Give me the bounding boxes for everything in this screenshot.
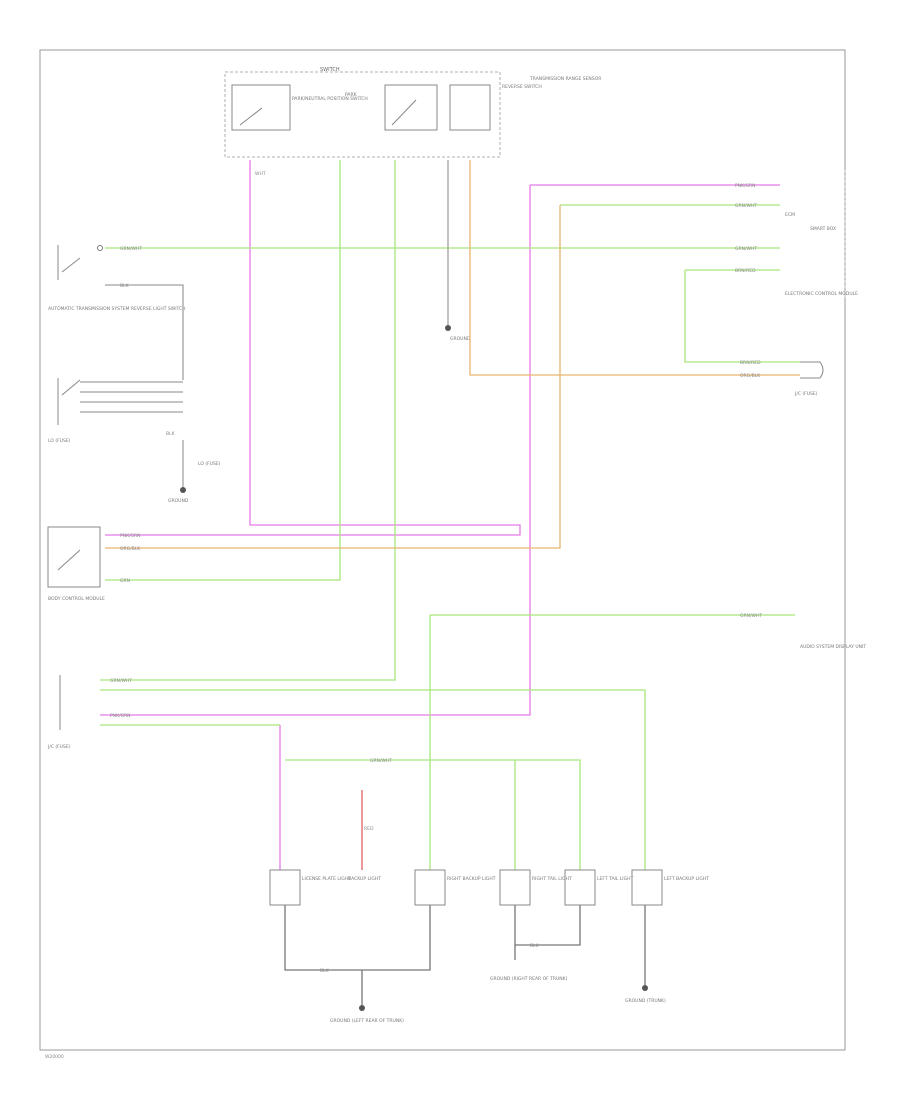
- wire-tag: BLK: [120, 283, 130, 289]
- ground-bottom-mid-label: GROUND (RIGHT REAR OF TRUNK): [490, 976, 568, 982]
- wire-orange-2: [105, 205, 561, 549]
- left-backup-label: LEFT BACKUP LIGHT: [664, 876, 709, 882]
- wire-tags: GRN/WHT BLK PNK/GRN ORG/BLK GRN PNK/GRN …: [110, 171, 762, 974]
- right-module-block: SMART BOX ECM ELECTRONIC CONTROL MODULE …: [445, 170, 866, 650]
- wire-tag: ORG/BLK: [740, 373, 761, 379]
- auto-trans-label: AUTOMATIC TRANSMISSION SYSTEM REVERSE LI…: [48, 306, 186, 312]
- wire-tag: PNK/GRN: [120, 533, 141, 539]
- right-tail-label: RIGHT TAIL LIGHT: [532, 876, 572, 882]
- park-neutral-label: PARK/NEUTRAL POSITION SWITCH: [292, 96, 368, 102]
- wire-tag: BRN/RED: [740, 360, 761, 366]
- ecm-label: ECM: [785, 212, 795, 218]
- wire-tag: GRN/WHT: [370, 758, 392, 764]
- ground-bottom-right-label: GROUND (TRUNK): [625, 998, 666, 1004]
- wire-tag: BRN/RED: [735, 268, 756, 274]
- wire-pink-main: [105, 160, 521, 536]
- ground-center-label: GROUND: [450, 336, 471, 342]
- ground-icon: [180, 487, 186, 493]
- wire-tag: GRN/WHT: [735, 203, 757, 209]
- wire-tag: BLK: [530, 943, 540, 949]
- wire-green-taillights: [285, 759, 581, 870]
- switch-top-label: SWITCH: [320, 67, 340, 73]
- mid-fuse-label: LO (FUSE): [198, 461, 221, 467]
- right-conn-label: J/C (FUSE): [794, 391, 818, 397]
- wire-tag: GRN/WHT: [120, 246, 142, 252]
- wire-tag: PNK/GRN: [110, 713, 131, 719]
- ground-left-label: GROUND: [168, 498, 189, 504]
- park-top-label: PARK: [345, 92, 358, 98]
- reverse-switch-label: REVERSE SWITCH: [502, 84, 542, 90]
- wire-grey-bottom: [284, 905, 431, 971]
- wire-tag: GRN: [120, 578, 130, 584]
- wire-green-lowbus: [100, 689, 646, 870]
- body-control-label: BODY CONTROL MODULE: [48, 596, 105, 602]
- wire-tag: GRN/WHT: [740, 613, 762, 619]
- lo-fuse-connector: LO (FUSE) LO (FUSE) GROUND: [48, 378, 221, 504]
- wire-tag: ORG/BLK: [120, 546, 141, 552]
- right-backup-label: RIGHT BACKUP LIGHT: [447, 876, 496, 882]
- footer-code: W20000: [45, 1054, 64, 1060]
- wire-pink-vert: [100, 185, 531, 716]
- backup-light-label: BACKUP LIGHT: [348, 876, 381, 882]
- ground-icon: [642, 985, 648, 991]
- wire-grey-left: [105, 284, 184, 380]
- bottom-grounds: GROUND (LEFT REAR OF TRUNK) GROUND (RIGH…: [330, 976, 666, 1024]
- wire-tag: GRN/WHT: [735, 246, 757, 252]
- lo-fuse-label: LO (FUSE): [48, 438, 71, 444]
- wire-tag: PNK/GRN: [735, 183, 756, 189]
- wire-grey-bottom3: [514, 905, 581, 946]
- wire-tag: BLK: [166, 431, 176, 437]
- license-left-label: LICENSE PLATE LIGHT: [302, 876, 351, 882]
- wire-tag: RED: [364, 826, 374, 832]
- wire-green-2: [100, 160, 396, 681]
- wire-green-1: [105, 160, 341, 581]
- park-neutral-switch-block: SWITCH PARK/NEUTRAL POSITION SWITCH PARK…: [224, 67, 601, 158]
- wire-tag: WHT: [255, 171, 266, 177]
- lower-left-connector: J/C (FUSE): [47, 675, 71, 750]
- audio-unit-label: AUDIO SYSTEM DISPLAY UNIT: [800, 644, 866, 650]
- ground-bottom-left-label: GROUND (LEFT REAR OF TRUNK): [330, 1018, 404, 1024]
- auto-trans-switch: AUTOMATIC TRANSMISSION SYSTEM REVERSE LI…: [48, 245, 186, 312]
- ground-icon: [359, 1005, 365, 1011]
- left-tail-label: LEFT TAIL LIGHT: [597, 876, 633, 882]
- trans-range-label: TRANSMISSION RANGE SENSOR: [529, 76, 601, 82]
- wire-green-right-v: [684, 270, 800, 363]
- wires: [80, 160, 800, 1005]
- wire-orange-1: [469, 160, 800, 376]
- wire-tag: GRN/WHT: [110, 678, 132, 684]
- bottom-lights: LICENSE PLATE LIGHT BACKUP LIGHT RIGHT B…: [269, 869, 709, 906]
- electronic-module-label: ELECTRONIC CONTROL MODULE: [785, 291, 858, 297]
- lo-bottom-label: J/C (FUSE): [47, 744, 71, 750]
- smart-box-label: SMART BOX: [810, 226, 836, 232]
- wire-tag: BLK: [320, 968, 330, 974]
- diagram-frame: [39, 49, 846, 1051]
- ground-icon: [445, 325, 451, 331]
- body-control-module: BODY CONTROL MODULE: [47, 526, 105, 602]
